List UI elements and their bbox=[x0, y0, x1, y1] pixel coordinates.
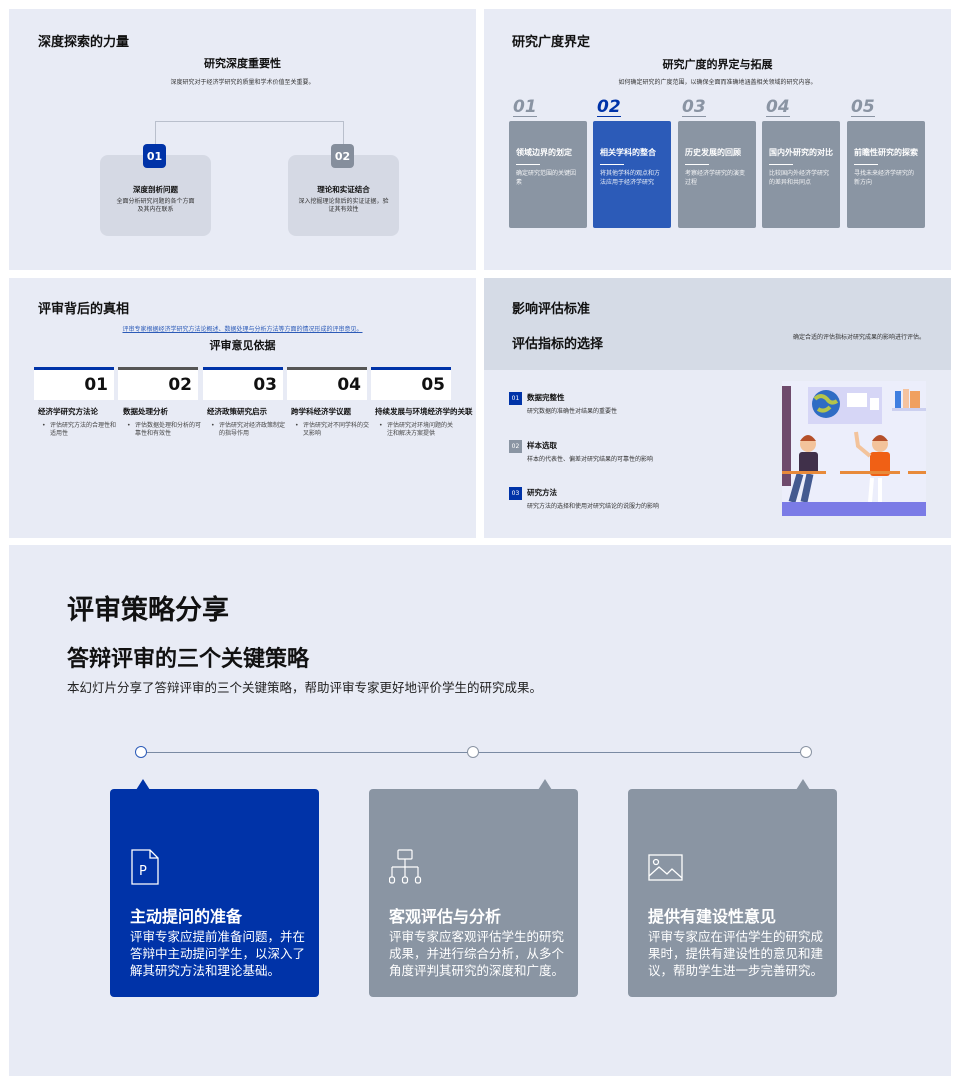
timeline-dot[interactable] bbox=[800, 746, 812, 758]
org-chart-icon bbox=[389, 849, 422, 884]
item-desc: 评估研究方法的合理性和适用性 bbox=[38, 422, 118, 438]
slide-title: 评审策略分享 bbox=[67, 595, 229, 626]
item-badge: 01 bbox=[509, 392, 522, 405]
item-badge: 01 bbox=[143, 144, 166, 168]
item-badge: 02 bbox=[509, 440, 522, 453]
slide-title: 影响评估标准 bbox=[512, 302, 591, 317]
slide-breadth[interactable]: 研究广度界定 研究广度的界定与拓展 如何确定研究的广度范围，以确保全面而准确地涵… bbox=[484, 9, 951, 270]
item-card: 历史发展的回顾考察经济学研究的演变过程 bbox=[678, 121, 756, 228]
connector-line bbox=[155, 121, 344, 146]
item-desc: 评估研究对经济政策制定的指导作用 bbox=[207, 422, 287, 438]
slide-subtitle: 评审意见依据 bbox=[209, 339, 276, 352]
item-number: 03 bbox=[682, 97, 706, 117]
item-desc: 深入挖掘理论背后的实证证据，验证其有效性 bbox=[298, 198, 389, 213]
card-title: 提供有建设性意见 bbox=[648, 907, 777, 926]
item-desc: 研究方法的选择和使用对研究结论的说服力的影响 bbox=[527, 503, 660, 510]
item-desc: 评估研究对环境问题的关注和解决方案提供 bbox=[375, 422, 455, 438]
item-number: 01 bbox=[34, 367, 114, 400]
item-number: 01 bbox=[513, 97, 537, 117]
item-number: 02 bbox=[118, 367, 198, 400]
item-card: 国内外研究的对比比较国内外经济学研究的差异和共同点 bbox=[762, 121, 840, 228]
card-title: 主动提问的准备 bbox=[130, 907, 243, 926]
card-desc: 评审专家应在评估学生的研究成果时，提供有建设性的意见和建议，帮助学生进一步完善研… bbox=[648, 929, 824, 978]
item-card: 领域边界的划定确定研究范围的关键因素 bbox=[509, 121, 587, 228]
ppt-file-icon: P bbox=[131, 849, 159, 885]
item-title: 经济学研究方法论 bbox=[38, 407, 98, 416]
slide-depth[interactable]: 深度探索的力量 研究深度重要性 深度研究对于经济学研究的质量和学术价值至关重要。… bbox=[9, 9, 476, 270]
item-card-active: 相关学科的整合将其他学科的观点和方法应用于经济学研究 bbox=[593, 121, 671, 228]
card-desc: 评审专家应客观评估学生的研究成果，并进行综合分析，从多个角度评判其研究的深度和广… bbox=[389, 929, 565, 978]
item-desc: 确定研究范围的关键因素 bbox=[516, 170, 577, 186]
item-title: 研究方法 bbox=[527, 488, 557, 497]
item-badge: 03 bbox=[509, 487, 522, 500]
item-desc: 评估研究对不同学科的交叉影响 bbox=[291, 422, 371, 438]
item-desc: 比较国内外经济学研究的差异和共同点 bbox=[769, 170, 830, 186]
slide-eval-standard[interactable]: 影响评估标准 评估指标的选择 确定合适的评估指标对研究成果的影响进行评估。 01… bbox=[484, 278, 951, 538]
item-title: 深度剖析问题 bbox=[133, 185, 178, 194]
item-desc: 研究数据的准确性对结果的重要性 bbox=[527, 408, 618, 415]
item-number: 02 bbox=[597, 97, 621, 117]
classroom-illustration bbox=[782, 381, 926, 516]
timeline-dot-active[interactable] bbox=[135, 746, 147, 758]
item-title: 数据处理分析 bbox=[123, 407, 168, 416]
slide-desc: 如何确定研究的广度范围，以确保全面而准确地涵盖相关领域的研究内容。 bbox=[618, 79, 817, 86]
item-title: 经济政策研究启示 bbox=[207, 407, 267, 416]
item-title: 历史发展的回顾 bbox=[685, 148, 741, 157]
item-desc: 将其他学科的观点和方法应用于经济学研究 bbox=[600, 170, 661, 186]
item-title: 领域边界的划定 bbox=[516, 148, 572, 157]
item-title: 数据完整性 bbox=[527, 393, 565, 402]
item-number: 05 bbox=[371, 367, 451, 400]
item-title: 持续发展与环境经济学的关联 bbox=[375, 407, 473, 416]
item-desc: 评估数据处理和分析的可靠性和有效性 bbox=[123, 422, 203, 438]
slide-desc: 深度研究对于经济学研究的质量和学术价值至关重要。 bbox=[170, 79, 315, 86]
slide-title: 评审背后的真相 bbox=[38, 302, 130, 317]
item-number: 03 bbox=[203, 367, 283, 400]
item-desc: 考察经济学研究的演变过程 bbox=[685, 170, 746, 186]
item-desc: 样本的代表性、偏差对研究结果的可靠性的影响 bbox=[527, 456, 654, 463]
item-desc: 全面分析研究问题的各个方面及其内在联系 bbox=[116, 198, 195, 213]
item-title: 理论和实证结合 bbox=[317, 185, 370, 194]
item-title: 相关学科的整合 bbox=[600, 148, 656, 157]
svg-text:P: P bbox=[139, 864, 147, 879]
card-desc: 评审专家应提前准备问题，并在答辩中主动提问学生，以深入了解其研究方法和理论基础。 bbox=[130, 929, 306, 978]
slide-review-truth[interactable]: 评审背后的真相 评审专家根据经济学研究方法论概述、数据处理与分析方法等方面的情况… bbox=[9, 278, 476, 538]
item-number: 05 bbox=[851, 97, 875, 117]
item-number: 04 bbox=[287, 367, 367, 400]
slide-desc: 确定合适的评估指标对研究成果的影响进行评估。 bbox=[793, 334, 926, 341]
item-number: 04 bbox=[766, 97, 790, 117]
item-card: 深度剖析问题 全面分析研究问题的各个方面及其内在联系 bbox=[100, 155, 211, 236]
slide-desc: 本幻灯片分享了答辩评审的三个关键策略，帮助评审专家更好地评价学生的研究成果。 bbox=[67, 680, 543, 695]
slide-subtitle: 研究广度的界定与拓展 bbox=[662, 58, 773, 71]
item-card: 前瞻性研究的探索寻找未来经济学研究的新方向 bbox=[847, 121, 925, 228]
slide-link[interactable]: 评审专家根据经济学研究方法论概述、数据处理与分析方法等方面的情况形成的评审意见。 bbox=[122, 326, 363, 333]
slide-subtitle: 评估指标的选择 bbox=[512, 337, 604, 352]
timeline-dot[interactable] bbox=[467, 746, 479, 758]
item-title: 跨学科经济学议题 bbox=[291, 407, 351, 416]
slide-title: 深度探索的力量 bbox=[38, 35, 130, 50]
slide-subtitle: 答辩评审的三个关键策略 bbox=[67, 647, 310, 672]
strategy-card[interactable]: P 主动提问的准备 评审专家应提前准备问题，并在答辩中主动提问学生，以深入了解其… bbox=[110, 779, 319, 997]
item-title: 前瞻性研究的探索 bbox=[854, 148, 918, 157]
slide-subtitle: 研究深度重要性 bbox=[204, 57, 281, 70]
strategy-card[interactable]: 提供有建设性意见 评审专家应在评估学生的研究成果时，提供有建设性的意见和建议，帮… bbox=[628, 779, 837, 997]
item-card: 理论和实证结合 深入挖掘理论背后的实证证据，验证其有效性 bbox=[288, 155, 399, 236]
image-icon bbox=[648, 854, 683, 881]
item-badge: 02 bbox=[331, 144, 354, 168]
slide-title: 研究广度界定 bbox=[512, 35, 591, 50]
item-title: 样本选取 bbox=[527, 441, 557, 450]
card-title: 客观评估与分析 bbox=[389, 907, 502, 926]
item-title: 国内外研究的对比 bbox=[769, 148, 833, 157]
item-desc: 寻找未来经济学研究的新方向 bbox=[854, 170, 915, 186]
header-band bbox=[484, 278, 951, 370]
strategy-card[interactable]: 客观评估与分析 评审专家应客观评估学生的研究成果，并进行综合分析，从多个角度评判… bbox=[369, 779, 578, 997]
